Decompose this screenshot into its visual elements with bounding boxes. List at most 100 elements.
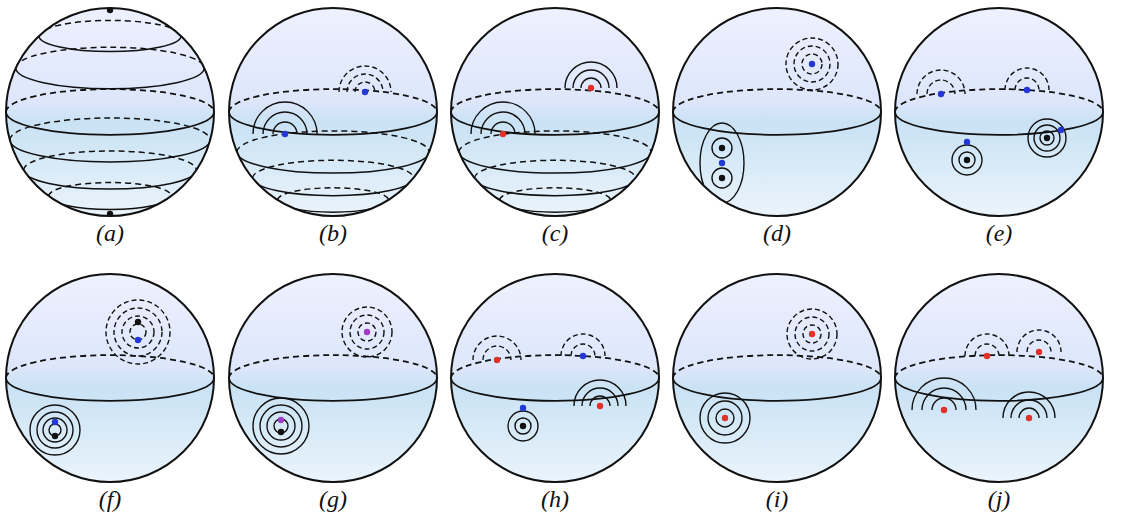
latitude-back	[49, 183, 172, 196]
level-arc	[253, 102, 317, 134]
sphere-contents	[6, 300, 214, 455]
critical-point	[135, 337, 141, 343]
sphere-contents	[229, 66, 437, 212]
panel-label: (f)	[99, 486, 122, 513]
level-curve	[253, 398, 309, 454]
latitude-back	[10, 118, 210, 140]
sphere-fill	[451, 8, 659, 216]
level-arc	[339, 66, 391, 92]
critical-point	[719, 160, 725, 166]
level-curve	[794, 46, 830, 82]
sphere	[451, 274, 659, 482]
level-arc	[473, 336, 521, 360]
critical-point	[964, 139, 970, 145]
latitude-front	[673, 112, 881, 135]
latitude-front	[6, 112, 214, 135]
level-curve	[712, 138, 732, 158]
sphere-fill	[673, 274, 881, 482]
sphere-contents	[673, 38, 881, 203]
sphere-outline	[451, 274, 659, 482]
critical-point	[941, 407, 947, 413]
latitude-back	[278, 188, 389, 200]
critical-point	[1026, 415, 1032, 421]
level-curve	[30, 405, 80, 455]
sphere-outline	[673, 274, 881, 482]
level-arc	[574, 380, 626, 406]
critical-point	[809, 61, 815, 67]
sphere	[451, 8, 659, 216]
panel-label: (c)	[542, 220, 569, 247]
sphere-outline	[673, 8, 881, 216]
critical-point	[282, 131, 288, 137]
latitude-front	[475, 178, 636, 196]
sphere-outline	[229, 274, 437, 482]
sphere-fill	[673, 8, 881, 216]
level-curve	[260, 405, 302, 447]
latitude-back	[451, 89, 659, 112]
level-curve	[1028, 119, 1066, 157]
level-curve	[515, 418, 531, 434]
level-curve	[37, 412, 73, 448]
latitude-front	[16, 68, 204, 89]
latitude-back	[895, 355, 1103, 378]
sphere-fill	[895, 274, 1103, 482]
panel-label: (d)	[763, 220, 791, 247]
latitude-back	[500, 188, 611, 200]
level-curve	[114, 308, 162, 356]
critical-point	[1044, 135, 1050, 141]
sphere-fill	[229, 274, 437, 482]
level-curve	[1034, 125, 1060, 151]
level-curve	[700, 123, 744, 203]
latitude-back	[16, 47, 204, 68]
critical-point	[580, 353, 586, 359]
latitude-front	[673, 378, 881, 401]
sphere-outline	[6, 274, 214, 482]
level-curve	[106, 300, 170, 364]
sphere-fill	[229, 8, 437, 216]
critical-point	[500, 131, 506, 137]
sphere	[6, 7, 214, 217]
level-curve	[350, 315, 384, 349]
latitude-front	[6, 378, 214, 401]
critical-point	[597, 403, 603, 409]
level-curve	[959, 152, 975, 168]
latitude-back	[6, 355, 214, 378]
critical-point	[494, 357, 500, 363]
sphere	[895, 8, 1103, 216]
level-curve	[700, 393, 750, 443]
level-curve	[795, 317, 829, 351]
panel-label: (j)	[988, 486, 1011, 513]
level-arc	[1017, 330, 1061, 352]
latitude-front	[237, 152, 429, 173]
critical-point	[984, 353, 990, 359]
sphere	[673, 274, 881, 482]
level-arc	[917, 70, 965, 94]
sphere	[229, 274, 437, 482]
panel-label: (i)	[766, 486, 789, 513]
sphere-contents	[229, 307, 437, 454]
sphere-fill	[895, 8, 1103, 216]
level-arc	[912, 378, 976, 410]
level-curve	[708, 401, 742, 435]
panel-label: (a)	[96, 220, 124, 247]
critical-point	[964, 157, 970, 163]
sphere-fill	[6, 8, 214, 216]
level-arc	[481, 112, 525, 134]
critical-point	[719, 175, 725, 181]
latitude-front	[229, 378, 437, 401]
level-arc	[263, 112, 307, 134]
critical-point	[135, 319, 141, 325]
latitude-back	[229, 89, 437, 112]
level-curve	[712, 168, 732, 188]
critical-point	[278, 429, 284, 435]
level-curve	[787, 309, 837, 359]
level-arc	[561, 334, 605, 356]
latitude-back	[229, 355, 437, 378]
critical-point	[1036, 349, 1042, 355]
sphere-contents	[673, 309, 881, 443]
sphere-fill	[6, 274, 214, 482]
level-curve	[952, 145, 982, 175]
level-curve	[1040, 131, 1054, 145]
sphere-outline	[895, 8, 1103, 216]
